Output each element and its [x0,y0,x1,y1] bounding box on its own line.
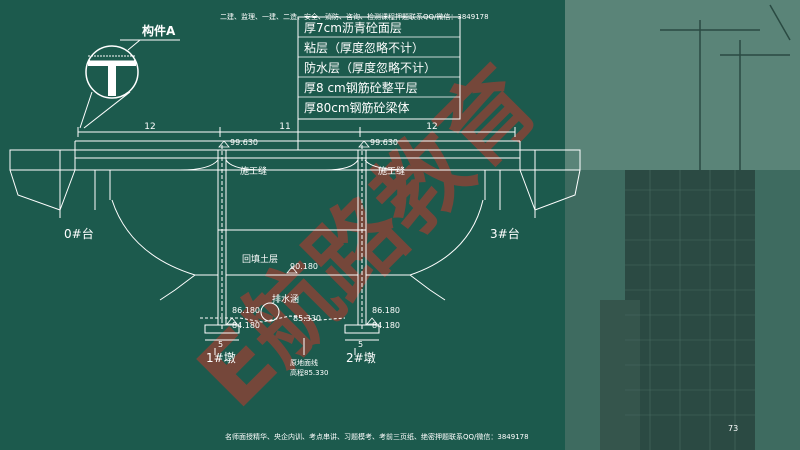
background-building-photo [565,0,800,450]
elevation-right-low: 84.180 [372,321,400,330]
fill-layer-label: 回填土层 [242,253,278,265]
component-a-label: 构件A [142,23,176,38]
footing-right-width: 5 [358,340,363,349]
span-left: 12 [144,122,155,132]
header-note: 二建、监理、一建、二造、安全、消防、咨询、检测课程押题联系QQ/微信：38491… [220,13,489,21]
joint-left-label: 施工缝 [240,165,267,177]
span-middle: 11 [279,122,290,132]
elevation-right-mid: 86.180 [372,306,400,315]
abutment-0-label: 0#台 [64,226,94,241]
layer-3: 防水层（厚度忽略不计） [304,60,436,75]
layer-1: 厚7cm沥青砼面层 [304,21,402,35]
culvert-label: 排水涵 [272,293,299,305]
layer-5: 厚80cm钢筋砼梁体 [304,100,410,115]
span-dimensions: 12 11 12 [77,122,516,137]
ground-elevation-label: 高程85.330 [290,368,329,377]
elevation-left-low: 84.180 [232,321,260,330]
ground-line-label: 原地面线 [290,358,318,367]
layer-legend: 厚7cm沥青砼面层 粘层（厚度忽略不计） 防水层（厚度忽略不计） 厚8 cm钢筋… [297,16,461,150]
component-a-detail: 构件A [79,23,180,129]
elevation-markers: 99.630 99.630 90.180 86.180 84.180 86.18… [218,138,400,330]
elevation-left-top: 99.630 [230,138,258,147]
span-right: 12 [426,122,437,132]
footer-note: 名师面授精华、央企内训、考点串讲、习题模考、考前三页纸、绝密押题联系QQ/微信：… [225,433,529,441]
joint-right-label: 施工缝 [378,165,405,177]
elevation-right-top: 99.630 [370,138,398,147]
footing-left-width: 5 [218,340,223,349]
elevation-culvert: 85.330 [293,314,321,323]
bridge-structure [9,140,581,355]
pier-1-label: 1#墩 [206,351,236,365]
layer-2: 粘层（厚度忽略不计） [304,40,424,55]
abutment-3-label: 3#台 [490,226,520,241]
layer-4: 厚8 cm钢筋砼整平层 [304,80,418,95]
structure-labels: 施工缝 施工缝 回填土层 排水涵 0#台 3#台 1#墩 2#墩 5 5 原地面… [64,165,520,377]
page-number: 73 [728,424,739,433]
pier-2-label: 2#墩 [346,351,376,365]
elevation-left-mid: 86.180 [232,306,260,315]
elevation-fill: 90.180 [290,262,318,271]
